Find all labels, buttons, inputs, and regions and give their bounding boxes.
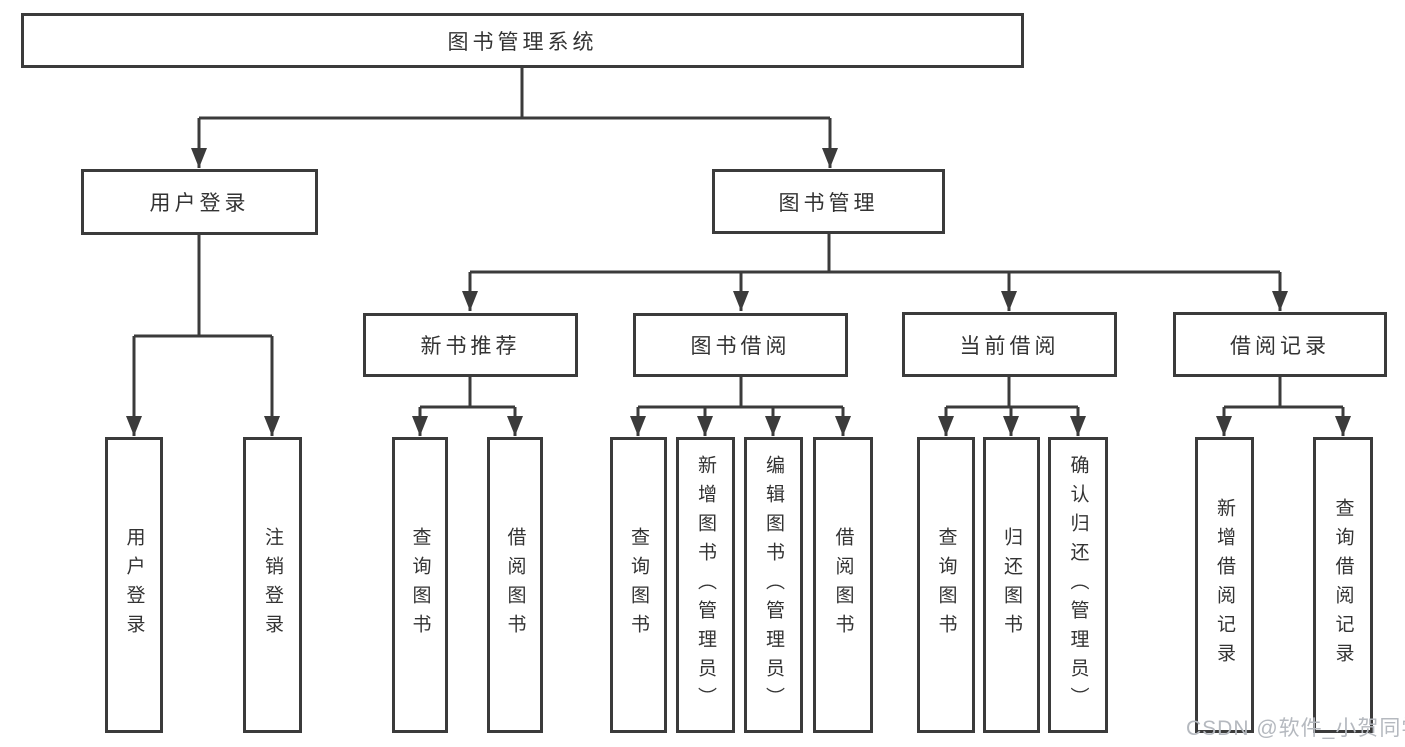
- leaf-confirm-return-admin: 确认归还（管理员）: [1048, 437, 1108, 733]
- leaf-add-book-admin: 新增图书（管理员）: [676, 437, 735, 733]
- leaf-label: 查询图书: [935, 527, 957, 643]
- leaf-return-books: 归还图书: [983, 437, 1040, 733]
- leaf-user-login: 用户登录: [105, 437, 163, 733]
- leaf-label: 新增借阅记录: [1214, 498, 1235, 672]
- leaf-query-books-1: 查询图书: [392, 437, 448, 733]
- csdn-watermark: CSDN @软件_小贺同学: [1186, 717, 1405, 740]
- leaf-label: 查询借阅记录: [1332, 498, 1354, 672]
- branch-lines: [134, 67, 1343, 409]
- leaf-label: 借阅图书: [832, 527, 854, 643]
- node-user-login: 用户登录: [81, 169, 318, 235]
- leaf-label: 注销登录: [262, 527, 283, 643]
- leaf-label: 编辑图书（管理员）: [763, 454, 784, 716]
- leaf-query-borrow-record: 查询借阅记录: [1313, 437, 1373, 733]
- node-book-borrow: 图书借阅: [633, 313, 848, 377]
- node-library-system: 图书管理系统: [21, 13, 1024, 68]
- leaf-borrow-books-1: 借阅图书: [487, 437, 543, 733]
- node-current-borrow: 当前借阅: [902, 312, 1117, 377]
- leaf-label: 新增图书（管理员）: [695, 454, 716, 716]
- leaf-query-books-2: 查询图书: [610, 437, 667, 733]
- leaf-label: 借阅图书: [504, 527, 526, 643]
- leaf-label: 用户登录: [123, 527, 145, 643]
- leaf-label: 归还图书: [1001, 527, 1022, 643]
- leaf-logout-login: 注销登录: [243, 437, 302, 733]
- leaf-borrow-books-2: 借阅图书: [813, 437, 873, 733]
- leaf-query-books-3: 查询图书: [917, 437, 975, 733]
- leaf-add-borrow-record: 新增借阅记录: [1195, 437, 1254, 733]
- leaf-label: 确认归还（管理员）: [1067, 454, 1089, 716]
- leaf-label: 查询图书: [628, 527, 649, 643]
- leaf-edit-book-admin: 编辑图书（管理员）: [744, 437, 803, 733]
- leaf-label: 查询图书: [409, 527, 431, 643]
- node-borrow-records: 借阅记录: [1173, 312, 1387, 377]
- node-new-book-recommend: 新书推荐: [363, 313, 578, 377]
- node-book-management: 图书管理: [712, 169, 945, 234]
